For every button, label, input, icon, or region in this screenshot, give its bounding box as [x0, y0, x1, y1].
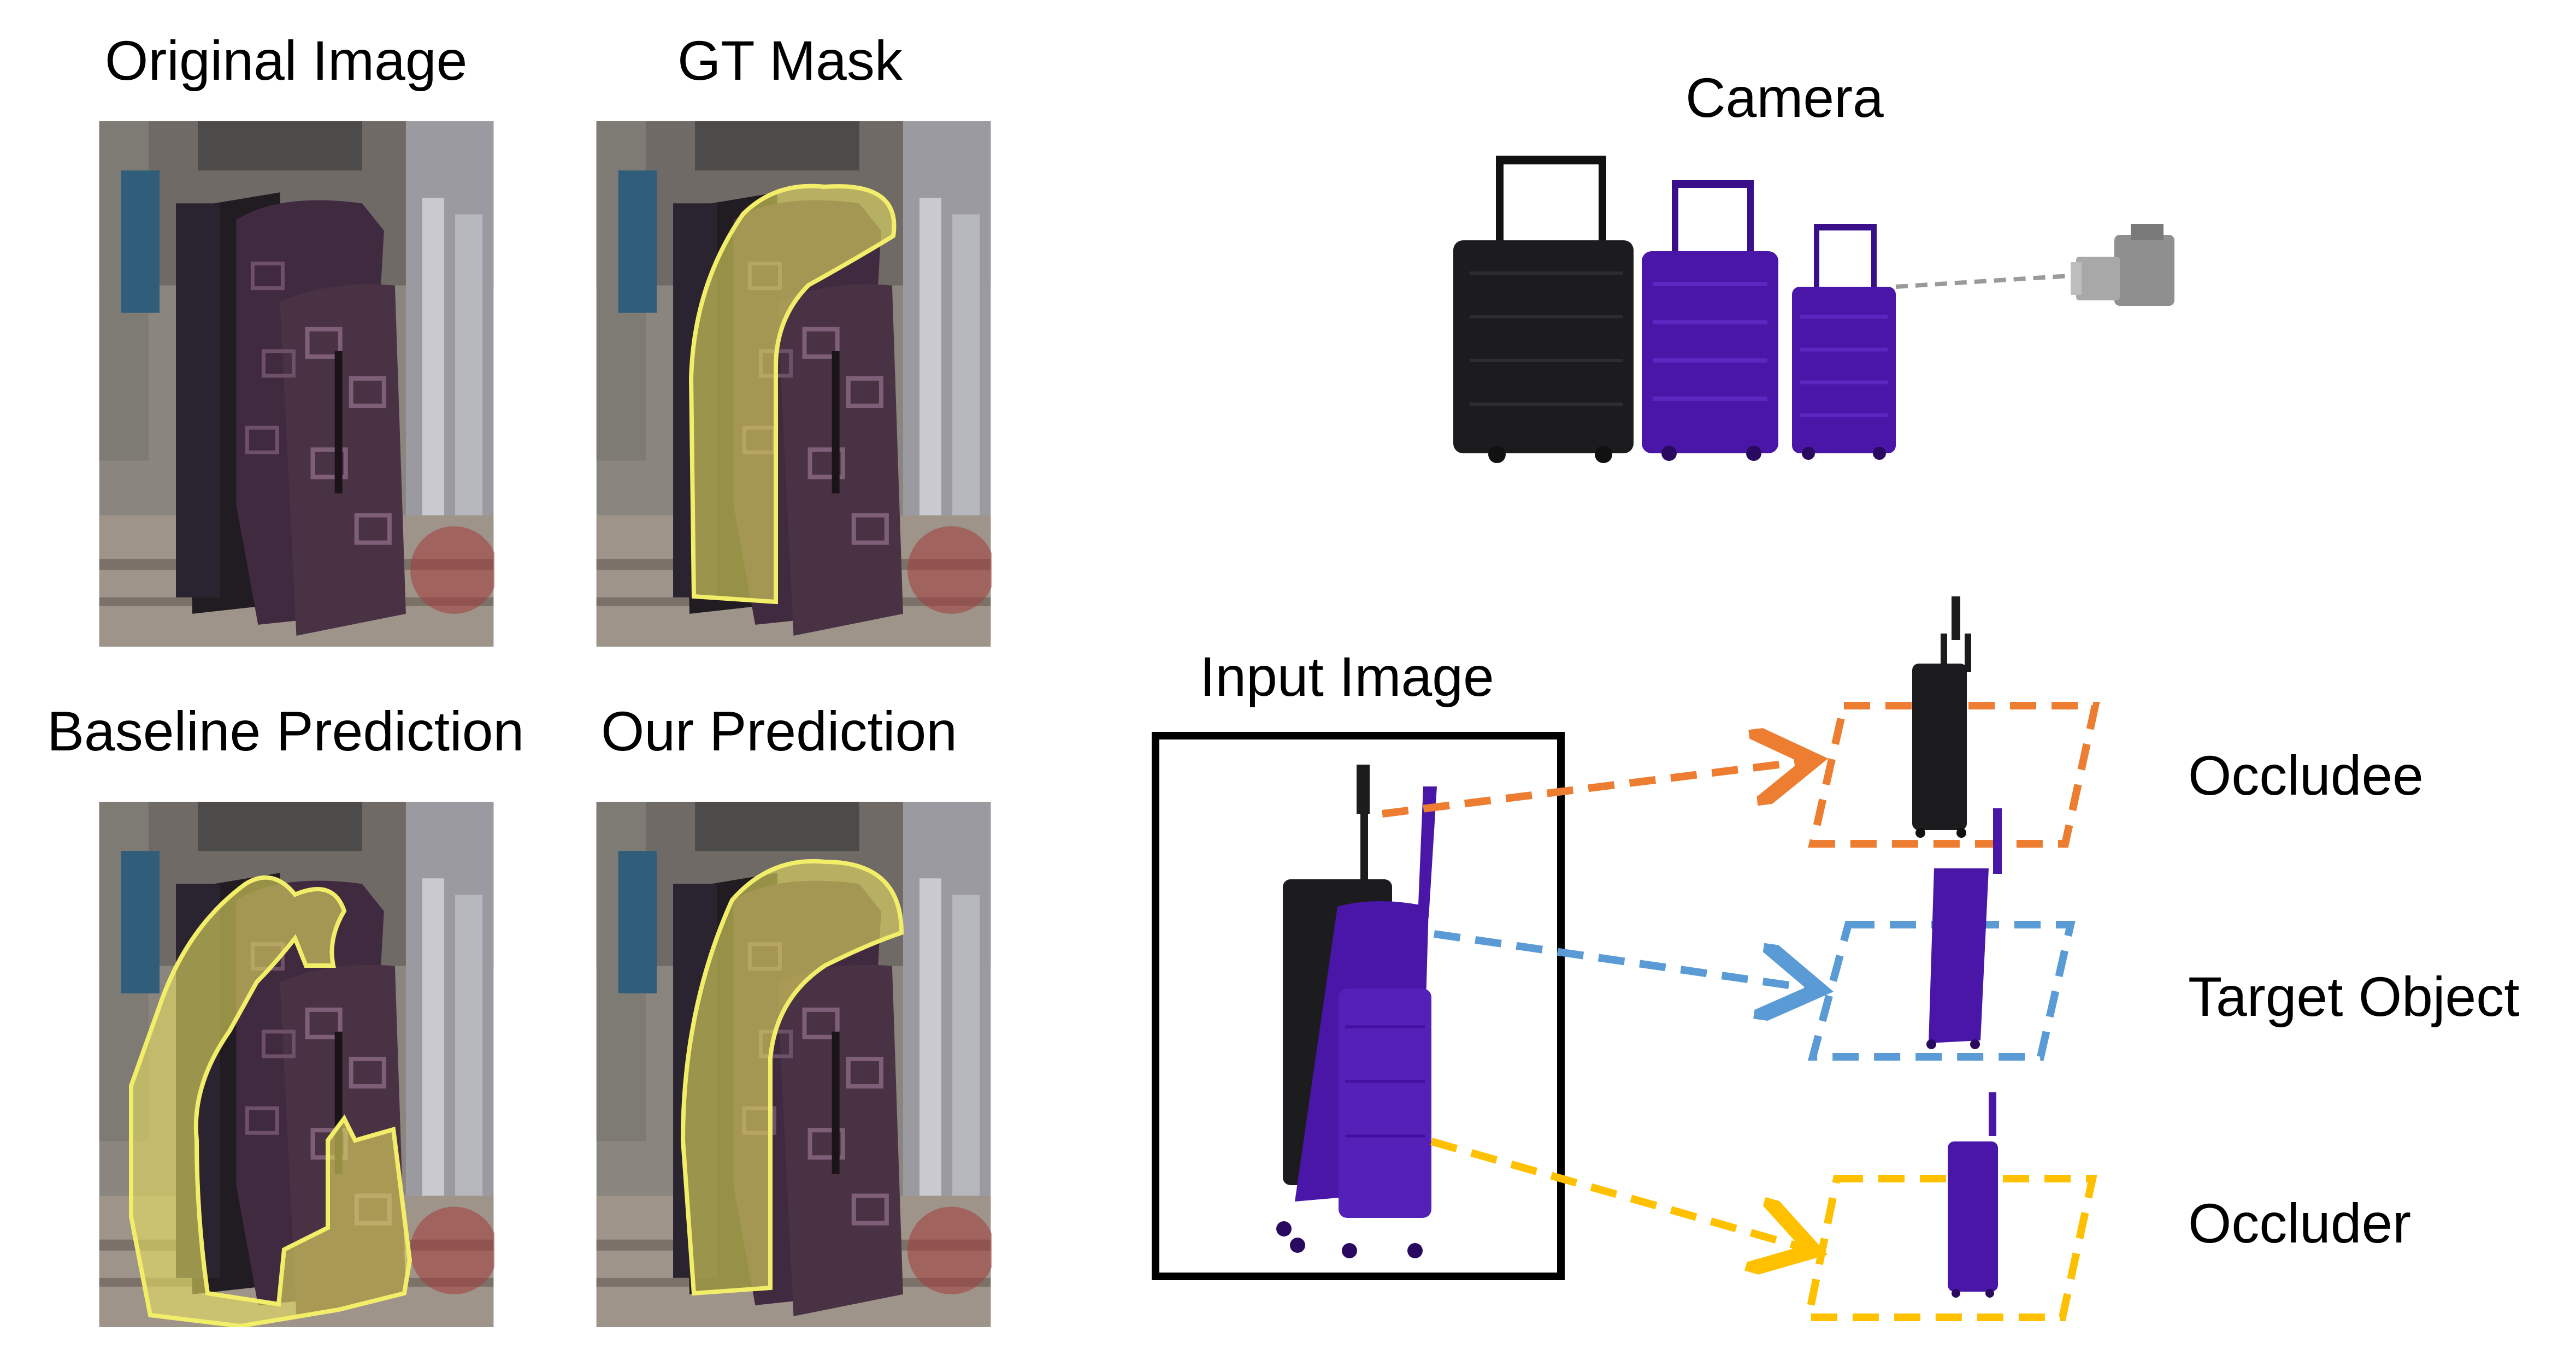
- camera-label: Camera: [1685, 67, 1884, 129]
- gt-mask-image: [596, 121, 992, 647]
- target-object-arrow: [1433, 930, 1819, 990]
- occludee-arrow: [1382, 760, 1814, 818]
- baseline-prediction-title: Baseline Prediction: [47, 700, 524, 762]
- occluder-label: Occluder: [2188, 1192, 2411, 1255]
- camera-icon: [2071, 224, 2174, 306]
- occludee-label: Occludee: [2188, 744, 2424, 807]
- gt-mask-title: GT Mask: [677, 29, 903, 92]
- baseline-mask-overlay: [129, 875, 412, 1327]
- occludee-suitcase: [1912, 596, 1971, 838]
- baseline-prediction-image: [98, 802, 494, 1327]
- input-image-suitcases: [1276, 765, 1437, 1258]
- suitcase-small-purple: [1792, 224, 1896, 460]
- occludee-box: [1808, 702, 2100, 848]
- target-object-label: Target Object: [2188, 966, 2520, 1028]
- our-prediction-title: Our Prediction: [601, 700, 957, 762]
- input-image-label: Input Image: [1200, 646, 1494, 708]
- target-object-suitcase: [1926, 808, 2002, 1049]
- our-prediction-image: [596, 802, 992, 1327]
- occluder-suitcase: [1948, 1092, 1998, 1298]
- suitcase-large-black: [1453, 156, 1634, 463]
- gt-mask-overlay: [688, 184, 897, 605]
- original-image-title: Original Image: [105, 29, 468, 92]
- our-mask-overlay: [680, 859, 904, 1296]
- occluder-arrow: [1430, 1138, 1814, 1251]
- camera-ray: [1895, 274, 2071, 289]
- occluder-box: [1803, 1175, 2097, 1321]
- suitcase-medium-purple: [1642, 180, 1778, 461]
